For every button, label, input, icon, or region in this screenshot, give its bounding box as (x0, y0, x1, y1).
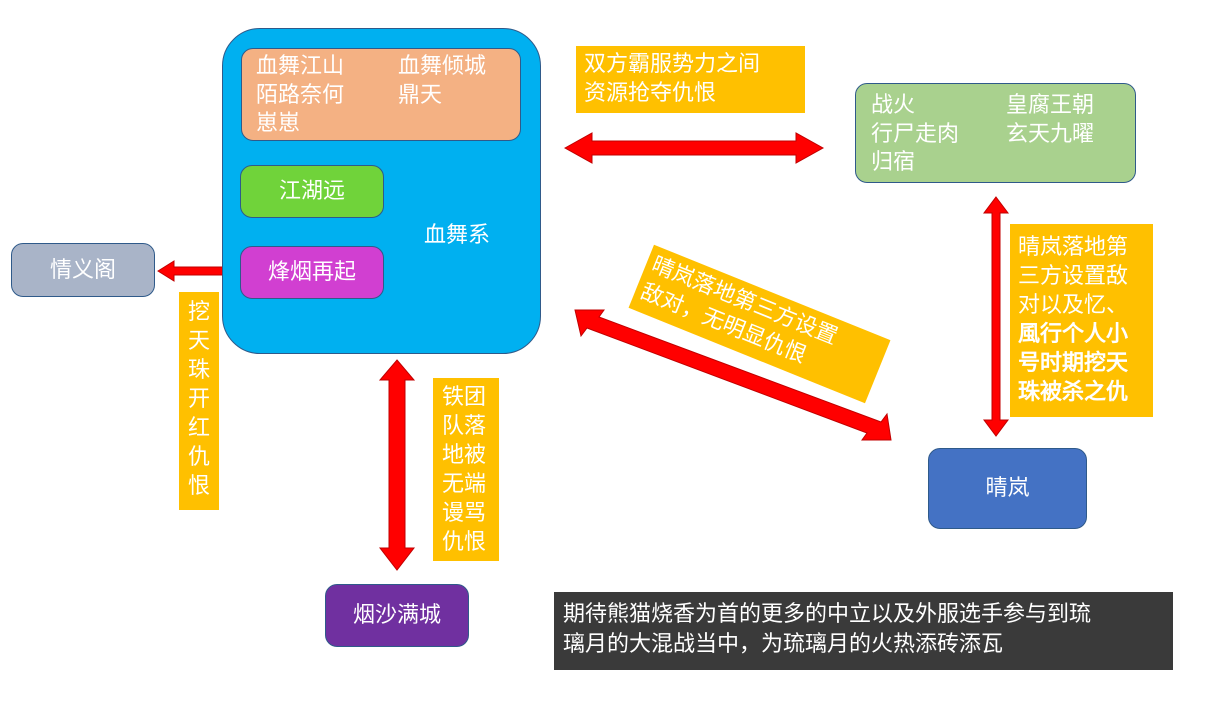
member-label: 血舞倾城 (398, 54, 487, 79)
qingyige-node: 情义阁 (11, 243, 155, 297)
banner-line: 璃月的大混战当中，为琉璃月的火热添砖添瓦 (563, 632, 1004, 657)
fengyan-label: 烽烟再起 (267, 260, 356, 285)
arrow-xuewu-qinglan (574, 309, 892, 441)
jianghuyuan-label: 江湖远 (278, 179, 345, 204)
member-label: 皇腐王朝 (1006, 93, 1095, 118)
arrow-zhanhuo-qinglan (983, 196, 1009, 437)
note-line: 资源抢夺仇恨 (584, 81, 717, 106)
note-line: 对以及忆、 (1018, 293, 1129, 318)
note-top: 双方霸服势力之间 资源抢夺仇恨 (576, 46, 805, 113)
note-line: 珠被杀之仇 (1018, 380, 1129, 405)
note-line: 号时期挖天 (1018, 351, 1129, 376)
xuewu-members-box: 血舞江山 血舞倾城 陌路奈何 鼎天 崽崽 (241, 48, 521, 141)
note-left-vertical: 挖天珠开红仇恨 (179, 292, 219, 510)
note-line: 晴岚落地第 (1018, 235, 1129, 260)
member-label: 血舞江山 (256, 54, 345, 79)
member-label: 崽崽 (256, 111, 301, 136)
bottom-banner: 期待熊猫烧香为首的更多的中立以及外服选手参与到琉 璃月的大混战当中，为琉璃月的火… (554, 592, 1173, 670)
arrow-xuewu-yansha (378, 359, 416, 571)
member-label: 玄天九曜 (1006, 122, 1095, 147)
member-label: 鼎天 (398, 83, 443, 108)
yansha-label: 烟沙满城 (352, 603, 441, 628)
zhanhuo-group: 战火 皇腐王朝 行尸走肉 玄天九曜 归宿 (855, 83, 1136, 183)
qingyige-label: 情义阁 (49, 258, 116, 283)
note-line: 風行个人小 (1018, 322, 1129, 347)
xuewu-group-title: 血舞系 (424, 223, 491, 248)
note-vertical-text: 铁团队落地被无端谩骂仇恨 (442, 385, 487, 555)
member-label: 战火 (871, 93, 916, 118)
banner-line: 期待熊猫烧香为首的更多的中立以及外服选手参与到琉 (563, 602, 1092, 627)
member-label: 陌路奈何 (256, 83, 345, 108)
note-line: 双方霸服势力之间 (584, 52, 761, 77)
jianghuyuan-node: 江湖远 (240, 165, 384, 218)
fengyan-node: 烽烟再起 (240, 246, 384, 299)
note-vertical-text: 挖天珠开红仇恨 (187, 300, 210, 499)
note-right: 晴岚落地第 三方设置敌 对以及忆、 風行个人小 号时期挖天 珠被杀之仇 (1010, 224, 1153, 417)
qinglan-label: 晴岚 (985, 476, 1030, 501)
arrow-xuewu-zhanhuo (563, 132, 825, 164)
member-label: 归宿 (871, 150, 916, 175)
note-bottom-vertical: 铁团队落地被无端谩骂仇恨 (433, 378, 499, 561)
member-label: 行尸走肉 (871, 122, 960, 147)
qinglan-node: 晴岚 (928, 448, 1087, 529)
note-line: 三方设置敌 (1018, 264, 1129, 289)
yansha-node: 烟沙满城 (325, 584, 469, 647)
